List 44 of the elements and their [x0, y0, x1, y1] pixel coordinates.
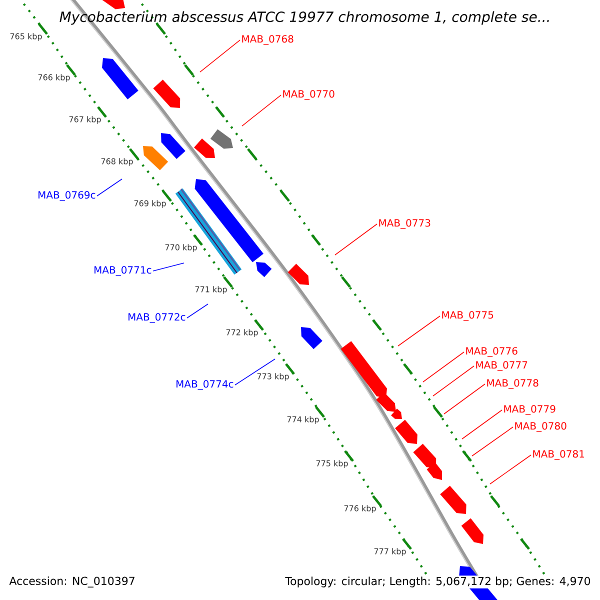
tick-label: 766 kbp: [38, 74, 70, 82]
gene-label: MAB_0779: [504, 405, 556, 415]
gene-label: MAB_0772c: [128, 313, 186, 323]
leader-line: [472, 426, 514, 456]
tick-label: 765 kbp: [10, 33, 42, 41]
tick-label: 769 kbp: [134, 200, 166, 208]
leader-line: [234, 358, 276, 386]
tick-label: 767 kbp: [69, 116, 101, 124]
leader-line: [432, 366, 474, 396]
gene-label: MAB_0777: [476, 361, 528, 371]
tick-label: 773 kbp: [257, 373, 289, 381]
gene-label: MAB_0773: [379, 219, 430, 229]
leader-line: [422, 352, 464, 382]
gene-label: MAB_0778: [487, 379, 538, 389]
title: Mycobacterium abscessus ATCC 19977 chromosome 1, complete se...: [60, 11, 549, 25]
tick-label: 775 kbp: [316, 460, 348, 468]
genome-info-text: Topology: circular; Length: 5,067,172 bp; Genes: 4,970: [284, 576, 592, 588]
gene-label: MAB_0775: [442, 311, 494, 321]
leader-line: [186, 304, 208, 318]
leader-line: [334, 224, 378, 256]
leader-line: [200, 40, 240, 72]
gene-label: MAB_0768: [242, 35, 294, 45]
gene-label: MAB_0780: [515, 422, 566, 432]
tick-label: 774 kbp: [287, 416, 319, 424]
leader-line: [490, 454, 532, 484]
gene-label: MAB_0774c: [176, 380, 234, 390]
gene-label: MAB_0776: [466, 347, 518, 357]
leader-line: [152, 262, 184, 272]
leader-line: [462, 410, 502, 440]
leader-line: [96, 178, 122, 196]
leader-line: [242, 94, 282, 126]
tick-label: 776 kbp: [344, 505, 376, 513]
gene-label: MAB_0781: [533, 450, 584, 460]
tick-label: 777 kbp: [374, 548, 406, 556]
gene-label: MAB_0769c: [38, 191, 96, 201]
gene-label: MAB_0770: [283, 90, 334, 100]
tick-label: 768 kbp: [101, 158, 133, 166]
leader-line: [444, 384, 486, 414]
tick-label: 771 kbp: [195, 286, 227, 294]
tick-label: 772 kbp: [226, 329, 258, 337]
leader-line: [398, 316, 440, 346]
accession-text: Accession: NC_010397: [8, 576, 136, 588]
gene-label: MAB_0771c: [94, 266, 152, 276]
tick-label: 770 kbp: [165, 244, 197, 252]
